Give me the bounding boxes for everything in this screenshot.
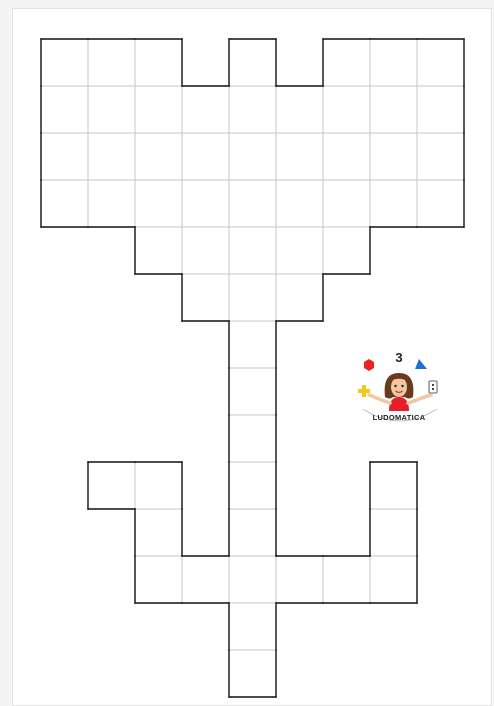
grid-cell[interactable]	[182, 556, 229, 603]
grid-cell[interactable]	[229, 274, 276, 321]
grid-cell[interactable]	[229, 556, 276, 603]
grid-cell[interactable]	[370, 462, 417, 509]
grid-cell[interactable]	[276, 556, 323, 603]
grid-cell[interactable]	[370, 86, 417, 133]
grid-cell[interactable]	[370, 39, 417, 86]
grid-cell[interactable]	[229, 650, 276, 697]
grid-cell[interactable]	[88, 462, 135, 509]
grid-cell[interactable]	[135, 556, 182, 603]
grid-cell[interactable]	[182, 180, 229, 227]
grid-cell[interactable]	[417, 133, 464, 180]
grid-cell[interactable]	[229, 603, 276, 650]
grid-cell[interactable]	[88, 39, 135, 86]
grid-cell[interactable]	[135, 227, 182, 274]
grid-cell[interactable]	[229, 180, 276, 227]
grid-cell[interactable]	[229, 415, 276, 462]
grid-cell[interactable]	[323, 180, 370, 227]
grid-cell[interactable]	[323, 133, 370, 180]
grid-cell[interactable]	[182, 133, 229, 180]
grid-cell[interactable]	[229, 368, 276, 415]
grid-cell[interactable]	[229, 39, 276, 86]
grid-cell[interactable]	[323, 86, 370, 133]
grid-cell[interactable]	[417, 180, 464, 227]
grid-cell[interactable]	[370, 180, 417, 227]
girl-mascot-icon	[369, 373, 431, 411]
grid-cell[interactable]	[370, 133, 417, 180]
grid-cell[interactable]	[41, 86, 88, 133]
grid-cell[interactable]	[41, 133, 88, 180]
grid-cell[interactable]	[276, 180, 323, 227]
grid-cell[interactable]	[323, 556, 370, 603]
grid-cell[interactable]	[276, 227, 323, 274]
grid-cell[interactable]	[135, 462, 182, 509]
grid-cell[interactable]	[229, 86, 276, 133]
grid-cell[interactable]	[229, 227, 276, 274]
brand-name: LUDOMATICA	[357, 413, 441, 423]
puzzle-sheet: 3 LUDOMATICA	[12, 8, 492, 706]
grid-cell[interactable]	[229, 462, 276, 509]
grid-cell[interactable]	[370, 556, 417, 603]
logo-illustration	[349, 351, 449, 451]
grid-cell[interactable]	[276, 133, 323, 180]
grid-cell[interactable]	[135, 39, 182, 86]
grid-cell[interactable]	[417, 39, 464, 86]
grid-cell[interactable]	[182, 274, 229, 321]
grid-cell[interactable]	[276, 274, 323, 321]
grid-cell[interactable]	[88, 86, 135, 133]
grid-cell[interactable]	[229, 133, 276, 180]
grid-cell[interactable]	[229, 509, 276, 556]
grid-cell[interactable]	[135, 509, 182, 556]
grid-cell[interactable]	[88, 133, 135, 180]
grid-cell[interactable]	[182, 86, 229, 133]
grid-cell[interactable]	[88, 180, 135, 227]
grid-cell[interactable]	[370, 509, 417, 556]
grid-cell[interactable]	[323, 227, 370, 274]
grid-cell[interactable]	[182, 227, 229, 274]
grid-cell[interactable]	[41, 39, 88, 86]
grid-cell[interactable]	[417, 86, 464, 133]
grid-cell[interactable]	[135, 86, 182, 133]
grid-cell[interactable]	[323, 39, 370, 86]
grid-cell[interactable]	[229, 321, 276, 368]
grid-cell[interactable]	[135, 133, 182, 180]
playing-card-icon	[429, 381, 437, 393]
ludomatica-logo: 3 LUDOMATICA	[349, 351, 449, 451]
grid-cell[interactable]	[135, 180, 182, 227]
grid-cell[interactable]	[276, 86, 323, 133]
level-number: 3	[349, 351, 449, 365]
grid-cell[interactable]	[41, 180, 88, 227]
